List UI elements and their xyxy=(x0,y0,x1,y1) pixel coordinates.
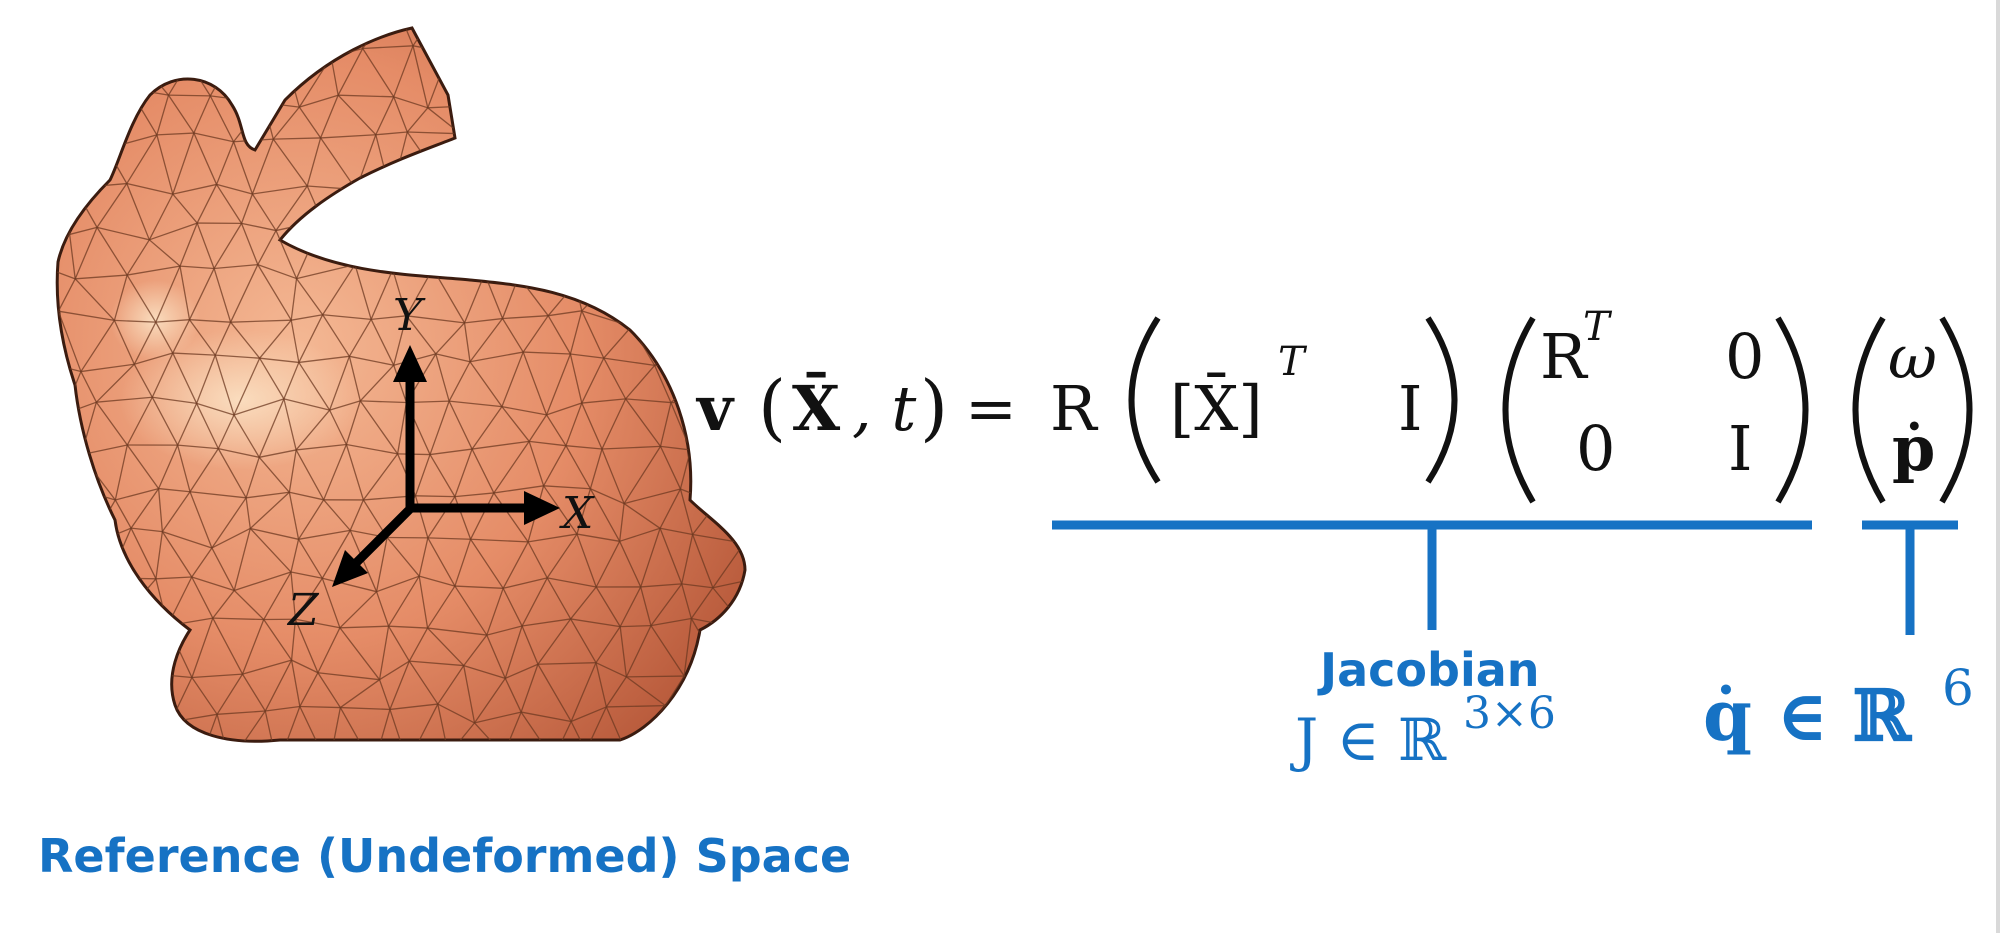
jacobian-J: J ∈ ℝ xyxy=(1290,706,1447,774)
jacobian-bracket xyxy=(1052,520,1812,630)
eq-rotation-R: R xyxy=(1050,372,1099,445)
y-axis-arrowhead xyxy=(393,345,427,382)
qdot-dims: 6 xyxy=(1942,659,1974,717)
y-axis-label: Y xyxy=(393,290,426,341)
page-edge-divider xyxy=(1996,0,2000,933)
velocity-equation: v ( X̄ , t ) = R [X̄] T I R T 0 0 I ω ṗ xyxy=(695,304,1973,504)
vector-left-paren xyxy=(1852,316,1886,504)
eq-comma-t: , t xyxy=(852,372,916,445)
eq-rparen: ) xyxy=(920,365,948,449)
qdot-bracket xyxy=(1862,520,1958,635)
matrix-R: R xyxy=(1540,320,1589,393)
matrix-left-paren xyxy=(1502,316,1536,504)
reference-space-caption: Reference (Undeformed) Space xyxy=(38,829,851,883)
z-axis-label: Z xyxy=(286,585,320,636)
qdot-label: q̇ ∈ ℝ xyxy=(1703,674,1913,757)
block-right-paren xyxy=(1425,316,1458,484)
eq-equals: = xyxy=(965,372,1017,445)
eq-lparen: ( xyxy=(758,365,786,449)
x-axis-arrowhead xyxy=(524,491,560,525)
vector-omega: ω xyxy=(1888,323,1937,393)
matrix-right-paren xyxy=(1775,316,1809,504)
z-axis-arrow xyxy=(348,502,417,571)
block-left-paren xyxy=(1128,316,1161,484)
block-identity: I xyxy=(1398,372,1423,445)
matrix-sup-T: T xyxy=(1583,304,1613,350)
matrix-zero-bottom: 0 xyxy=(1576,412,1615,485)
bunny-mesh xyxy=(55,26,747,743)
vector-right-paren xyxy=(1939,316,1973,504)
matrix-zero-top: 0 xyxy=(1725,320,1764,393)
vector-pdot: ṗ xyxy=(1892,412,1935,485)
x-axis-label: X xyxy=(559,488,595,539)
block-sup-T: T xyxy=(1278,339,1308,385)
matrix-identity: I xyxy=(1728,412,1753,485)
block-xbar: [X̄] xyxy=(1170,372,1263,445)
eq-v: v xyxy=(695,372,735,445)
jacobian-dims: 3×6 xyxy=(1463,688,1556,739)
coordinate-axes: Y X Z xyxy=(286,290,595,636)
jacobian-label: Jacobian xyxy=(1317,643,1540,697)
z-axis-arrowhead xyxy=(332,550,368,587)
eq-xbar: X̄ xyxy=(792,372,841,445)
